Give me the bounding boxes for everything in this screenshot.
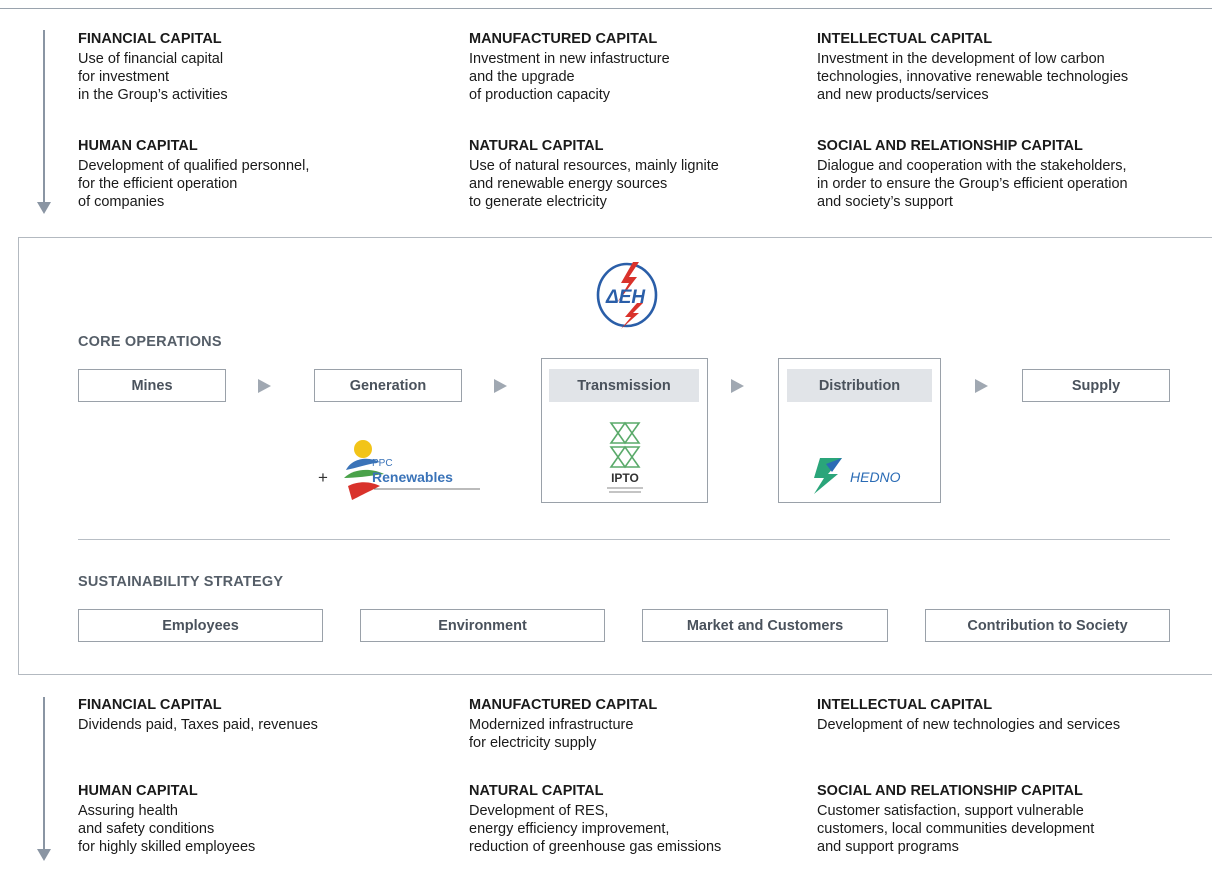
output-manufactured-title: MANUFACTURED CAPITAL: [469, 697, 658, 713]
output-intellectual-line: Development of new technologies and serv…: [817, 717, 1121, 733]
strategy-contribution-society: Contribution to Society: [925, 609, 1170, 642]
output-human-line: and safety conditions: [78, 821, 215, 837]
output-social-line: and support programs: [817, 839, 959, 855]
output-manufactured-line: for electricity supply: [469, 735, 597, 751]
output-human-capital: HUMAN CAPITAL Assuring health and safety…: [78, 782, 255, 856]
input-intellectual-capital: INTELLECTUAL CAPITAL Investment in the d…: [817, 30, 1128, 104]
input-natural-title: NATURAL CAPITAL: [469, 138, 604, 154]
input-intellectual-line: technologies, innovative renewable techn…: [817, 69, 1129, 85]
strategy-employees: Employees: [78, 609, 323, 642]
ipto-logo: IPTO: [607, 421, 643, 493]
input-financial-line: Use of financial capital: [78, 51, 224, 67]
output-social-capital: SOCIAL AND RELATIONSHIP CAPITAL Customer…: [817, 782, 1094, 856]
output-manufactured-capital: MANUFACTURED CAPITAL Modernized infrastr…: [469, 696, 657, 752]
core-operations-label: CORE OPERATIONS: [78, 334, 222, 350]
input-financial-title: FINANCIAL CAPITAL: [78, 31, 222, 47]
input-intellectual-title: INTELLECTUAL CAPITAL: [817, 31, 993, 47]
plus-sign: +: [318, 468, 328, 487]
output-social-title: SOCIAL AND RELATIONSHIP CAPITAL: [817, 783, 1083, 799]
ipto-logo-text: IPTO: [611, 471, 639, 485]
input-manufactured-line: and the upgrade: [469, 69, 575, 85]
flow-arrow-icon: [731, 379, 744, 393]
input-human-capital: HUMAN CAPITAL Development of qualified p…: [78, 137, 309, 211]
input-manufactured-line: Investment in new infastructure: [469, 51, 670, 67]
ppc-renewables-text: PPC: [372, 458, 393, 469]
output-human-line: Assuring health: [78, 803, 178, 819]
output-human-line: for highly skilled employees: [78, 839, 256, 855]
step-transmission: Transmission: [549, 369, 699, 402]
strategy-environment: Environment: [360, 609, 605, 642]
input-financial-line: in the Group’s activities: [78, 87, 228, 103]
ppc-renewables-text: Renewables: [372, 469, 453, 485]
input-social-title: SOCIAL AND RELATIONSHIP CAPITAL: [817, 138, 1083, 154]
output-flow-arrowhead: [37, 849, 51, 861]
input-social-line: and society’s support: [817, 194, 953, 210]
top-rule: [0, 8, 1212, 9]
business-model-panel: [18, 237, 1212, 675]
input-human-line: for the efficient operation: [78, 176, 238, 192]
input-intellectual-line: Investment in the development of low car…: [817, 51, 1105, 67]
output-social-line: customers, local communities development: [817, 821, 1095, 837]
output-social-line: Customer satisfaction, support vulnerabl…: [817, 803, 1084, 819]
input-intellectual-line: and new products/services: [817, 87, 989, 103]
output-natural-line: reduction of greenhouse gas emissions: [469, 839, 722, 855]
output-natural-line: energy efficiency improvement,: [469, 821, 670, 837]
hedno-logo-text: HEDNO: [850, 469, 901, 485]
output-intellectual-title: INTELLECTUAL CAPITAL: [817, 697, 993, 713]
output-natural-capital: NATURAL CAPITAL Development of RES, ener…: [469, 782, 721, 856]
output-financial-line: Dividends paid, Taxes paid, revenues: [78, 717, 318, 733]
ppc-company-logo: ΔΕΗ: [596, 262, 658, 329]
section-divider: [78, 539, 1170, 540]
output-human-title: HUMAN CAPITAL: [78, 783, 198, 799]
input-flow-arrowhead: [37, 202, 51, 214]
input-natural-capital: NATURAL CAPITAL Use of natural resources…: [469, 137, 719, 211]
output-intellectual-capital: INTELLECTUAL CAPITAL Development of new …: [817, 696, 1120, 734]
flow-arrow-icon: [494, 379, 507, 393]
step-distribution: Distribution: [787, 369, 932, 402]
step-generation: Generation: [314, 369, 462, 402]
input-social-line: in order to ensure the Group’s efficient…: [817, 176, 1128, 192]
step-supply: Supply: [1022, 369, 1170, 402]
output-flow-arrow: [43, 697, 45, 849]
input-human-line: Development of qualified personnel,: [78, 158, 310, 174]
input-natural-line: Use of natural resources, mainly lignite: [469, 158, 719, 174]
hedno-logo: HEDNO: [814, 458, 901, 494]
flow-arrow-icon: [975, 379, 988, 393]
step-mines: Mines: [78, 369, 226, 402]
input-financial-capital: FINANCIAL CAPITAL Use of financial capit…: [78, 30, 228, 104]
input-human-line: of companies: [78, 194, 165, 210]
input-manufactured-title: MANUFACTURED CAPITAL: [469, 31, 658, 47]
input-social-capital: SOCIAL AND RELATIONSHIP CAPITAL Dialogue…: [817, 137, 1128, 211]
output-natural-line: Development of RES,: [469, 803, 609, 819]
input-natural-line: to generate electricity: [469, 194, 607, 210]
ppc-logo-text: ΔΕΗ: [605, 287, 646, 308]
sustainability-strategy-label: SUSTAINABILITY STRATEGY: [78, 574, 284, 590]
ppc-renewables-logo: PPC Renewables: [344, 440, 480, 500]
flow-arrow-icon: [258, 379, 271, 393]
input-human-title: HUMAN CAPITAL: [78, 138, 198, 154]
output-financial-capital: FINANCIAL CAPITAL Dividends paid, Taxes …: [78, 696, 318, 734]
input-natural-line: and renewable energy sources: [469, 176, 668, 192]
input-financial-line: for investment: [78, 69, 170, 85]
input-manufactured-line: of production capacity: [469, 87, 611, 103]
strategy-market-customers: Market and Customers: [642, 609, 888, 642]
output-natural-title: NATURAL CAPITAL: [469, 783, 604, 799]
input-social-line: Dialogue and cooperation with the stakeh…: [817, 158, 1127, 174]
input-flow-arrow: [43, 30, 45, 202]
input-manufactured-capital: MANUFACTURED CAPITAL Investment in new i…: [469, 30, 670, 104]
output-manufactured-line: Modernized infrastructure: [469, 717, 634, 733]
output-financial-title: FINANCIAL CAPITAL: [78, 697, 222, 713]
